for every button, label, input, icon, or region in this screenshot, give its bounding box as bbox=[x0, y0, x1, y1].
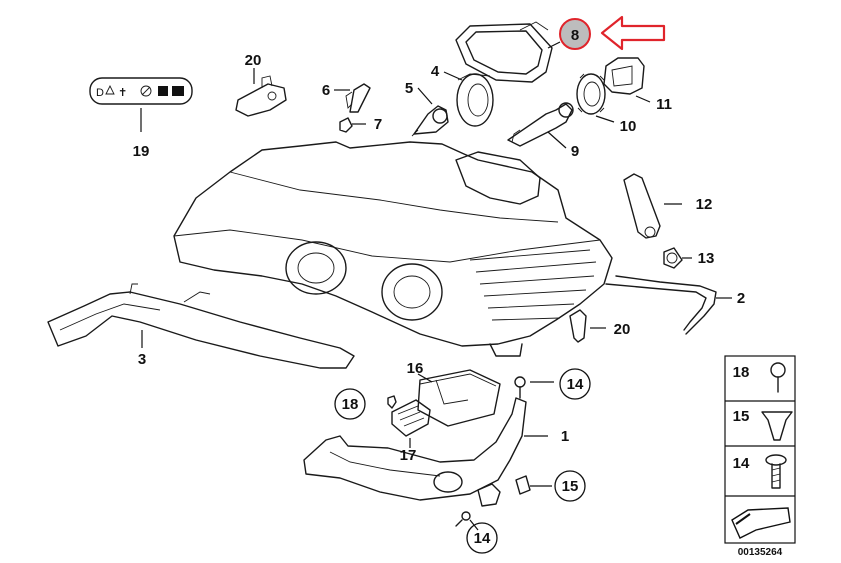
highlight-circle bbox=[559, 18, 591, 50]
callout-13[interactable]: 13 bbox=[698, 250, 715, 267]
screw-icon bbox=[770, 362, 786, 393]
circled-callout-ring bbox=[466, 522, 498, 554]
callout-20-top[interactable]: 20 bbox=[245, 52, 262, 69]
bulb-part-5[interactable] bbox=[411, 105, 449, 137]
trim-strip-part-2[interactable] bbox=[605, 275, 717, 335]
svg-text:✝: ✝ bbox=[118, 86, 127, 99]
cover-cap-part-8[interactable] bbox=[455, 21, 553, 83]
callout-14-bottom[interactable]: 14 bbox=[474, 530, 491, 547]
shield-part-12[interactable] bbox=[623, 173, 661, 239]
clip-part-15[interactable] bbox=[515, 475, 531, 495]
callout-17[interactable]: 17 bbox=[400, 447, 417, 464]
callout-11[interactable]: 11 bbox=[656, 96, 672, 113]
trim-bracket-part-3[interactable] bbox=[47, 283, 355, 369]
callout-18[interactable]: 18 bbox=[342, 396, 359, 413]
support-bracket-part-1[interactable] bbox=[303, 397, 527, 507]
callout-15[interactable]: 15 bbox=[562, 478, 579, 495]
legend-label-14: 14 bbox=[733, 455, 750, 472]
circled-callout-ring bbox=[559, 368, 591, 400]
callout-19[interactable]: 19 bbox=[133, 143, 150, 160]
fastener-legend bbox=[724, 355, 796, 544]
callout-2[interactable]: 2 bbox=[737, 290, 745, 307]
callout-6[interactable]: 6 bbox=[322, 82, 330, 99]
callout-1[interactable]: 1 bbox=[561, 428, 569, 445]
callout-9[interactable]: 9 bbox=[571, 143, 579, 160]
document-number: 00135264 bbox=[738, 547, 783, 558]
callout-14-top[interactable]: 14 bbox=[567, 376, 584, 393]
wedge-icon bbox=[731, 507, 791, 539]
bayonet-ring-part-4[interactable] bbox=[456, 73, 494, 127]
legend-label-18: 18 bbox=[733, 364, 750, 381]
callout-20-right[interactable]: 20 bbox=[614, 321, 631, 338]
adjuster-part-11[interactable] bbox=[603, 57, 645, 95]
callout-7[interactable]: 7 bbox=[374, 116, 382, 133]
callout-16[interactable]: 16 bbox=[407, 360, 424, 377]
callout-4[interactable]: 4 bbox=[431, 63, 440, 80]
circled-callout-ring bbox=[554, 470, 586, 502]
ignitor-part-17[interactable] bbox=[391, 399, 431, 437]
highlight-arrow-icon bbox=[600, 15, 666, 51]
bolt-icon bbox=[765, 454, 787, 489]
bulb-part-7[interactable] bbox=[339, 117, 353, 133]
bulb-part-6[interactable] bbox=[345, 83, 371, 113]
warning-label-part-19[interactable]: D ✝ bbox=[89, 77, 193, 105]
clip-part-20-top[interactable] bbox=[235, 75, 287, 117]
screw-part-14-top[interactable] bbox=[514, 376, 526, 399]
callout-10[interactable]: 10 bbox=[620, 118, 637, 135]
headlight-housing bbox=[173, 141, 613, 357]
screw-part-18[interactable] bbox=[387, 395, 397, 409]
legend-label-15: 15 bbox=[733, 408, 750, 425]
clip-nut-icon bbox=[761, 411, 793, 441]
ballast-part-16[interactable] bbox=[417, 369, 501, 427]
callout-8[interactable]: 8 bbox=[571, 27, 579, 44]
circled-callout-ring bbox=[334, 388, 366, 420]
screw-part-14-bottom[interactable] bbox=[455, 511, 471, 527]
gear-ring-part-10[interactable] bbox=[576, 73, 606, 115]
clip-part-20-right[interactable] bbox=[569, 309, 587, 343]
callout-5[interactable]: 5 bbox=[405, 80, 413, 97]
svg-text:D: D bbox=[96, 87, 104, 99]
callout-12[interactable]: 12 bbox=[696, 196, 713, 213]
xenon-bulb-part-9[interactable] bbox=[507, 102, 574, 147]
callout-3[interactable]: 3 bbox=[138, 351, 146, 368]
bulb-part-13[interactable] bbox=[663, 247, 683, 269]
